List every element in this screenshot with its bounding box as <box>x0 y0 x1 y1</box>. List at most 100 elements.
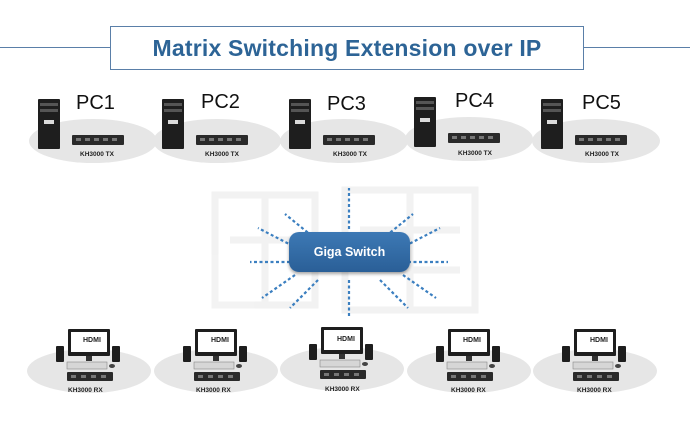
giga-switch-label: Giga Switch <box>313 245 386 259</box>
rx-port <box>198 375 203 378</box>
hdmi-label-5: HDMI <box>590 337 608 344</box>
receiver-unit <box>280 327 404 391</box>
tx-port <box>218 138 223 141</box>
switch-ray <box>379 279 409 309</box>
tower-bay <box>40 109 58 112</box>
tx-port <box>345 138 350 141</box>
switch-ray <box>257 227 294 247</box>
tx-port <box>327 138 332 141</box>
title-line-left <box>0 47 110 48</box>
tx-port <box>597 138 602 141</box>
mouse <box>489 364 495 368</box>
tx-port <box>470 136 475 139</box>
hdmi-label-1: HDMI <box>83 337 101 344</box>
tx-port <box>479 136 484 139</box>
rx-port <box>354 373 359 376</box>
speaker-left <box>436 346 444 362</box>
rx-box <box>320 370 366 379</box>
rx-port <box>587 375 592 378</box>
hdmi-label-3: HDMI <box>337 336 355 343</box>
speaker-left <box>183 346 191 362</box>
switch-ray <box>402 274 437 299</box>
tower-drive <box>420 118 430 122</box>
keyboard <box>193 361 235 370</box>
tx-port <box>236 138 241 141</box>
tower-bay <box>164 109 182 112</box>
hdmi-label-2: HDMI <box>211 337 229 344</box>
tower-bay <box>40 103 58 106</box>
transmitter-unit <box>153 99 281 163</box>
giga-switch: Giga Switch <box>289 232 410 272</box>
transmitter-row <box>29 97 660 163</box>
pc-label-3: PC3 <box>327 93 366 115</box>
rx-port <box>451 375 456 378</box>
tx-port <box>103 138 108 141</box>
keyboard <box>319 359 361 368</box>
speaker-left <box>56 346 64 362</box>
rx-port <box>71 375 76 378</box>
transmitter-unit <box>280 99 408 163</box>
monitor-screen <box>324 330 360 350</box>
rx-port <box>101 375 106 378</box>
rx-port <box>218 375 223 378</box>
tx-port <box>227 138 232 141</box>
tower-bay <box>291 109 309 112</box>
mouse <box>109 364 115 368</box>
rx-device-label-1: KH3000 RX <box>68 387 103 394</box>
monitor-screen <box>577 332 613 352</box>
tx-port <box>452 136 457 139</box>
tower-drive <box>295 120 305 124</box>
tx-port <box>76 138 81 141</box>
rx-port <box>324 373 329 376</box>
tx-port <box>209 138 214 141</box>
title-box: Matrix Switching Extension over IP <box>110 26 584 70</box>
tower-bay <box>543 109 561 112</box>
rx-device-label-5: KH3000 RX <box>577 387 612 394</box>
tower-bay <box>164 103 182 106</box>
speaker-right <box>365 344 373 360</box>
transmitter-unit <box>29 99 157 163</box>
receiver-unit <box>533 329 657 393</box>
transmitter-unit <box>405 97 533 161</box>
tx-port <box>488 136 493 139</box>
pc-label-4: PC4 <box>455 90 494 112</box>
tx-port <box>363 138 368 141</box>
rx-port <box>228 375 233 378</box>
tx-port <box>94 138 99 141</box>
tx-device-label-4: KH3000 TX <box>458 150 492 157</box>
speaker-right <box>239 346 247 362</box>
tx-port <box>588 138 593 141</box>
speaker-right <box>492 346 500 362</box>
monitor-stand <box>86 356 92 361</box>
rx-box <box>67 372 113 381</box>
monitor-screen <box>198 332 234 352</box>
title-line-right <box>584 47 690 48</box>
switch-ray <box>261 274 296 299</box>
monitor-stand <box>213 356 219 361</box>
keyboard <box>446 361 488 370</box>
receiver-unit <box>407 329 531 393</box>
monitor-stand <box>592 356 598 361</box>
rx-port <box>471 375 476 378</box>
tower-drive <box>547 120 557 124</box>
mouse <box>615 364 621 368</box>
tower-bay <box>416 107 434 110</box>
rx-port <box>577 375 582 378</box>
keyboard <box>66 361 108 370</box>
rx-port <box>481 375 486 378</box>
rx-box <box>194 372 240 381</box>
rx-port <box>461 375 466 378</box>
rx-port <box>91 375 96 378</box>
tower-drive <box>168 120 178 124</box>
tx-port <box>615 138 620 141</box>
rx-port <box>607 375 612 378</box>
tx-device-label-5: KH3000 TX <box>585 151 619 158</box>
mouse <box>236 364 242 368</box>
tx-port <box>354 138 359 141</box>
rx-device-label-2: KH3000 RX <box>196 387 231 394</box>
rx-port <box>344 373 349 376</box>
tx-device-label-1: KH3000 TX <box>80 151 114 158</box>
tower-bay <box>543 103 561 106</box>
tx-device-label-2: KH3000 TX <box>205 151 239 158</box>
rx-box <box>573 372 619 381</box>
